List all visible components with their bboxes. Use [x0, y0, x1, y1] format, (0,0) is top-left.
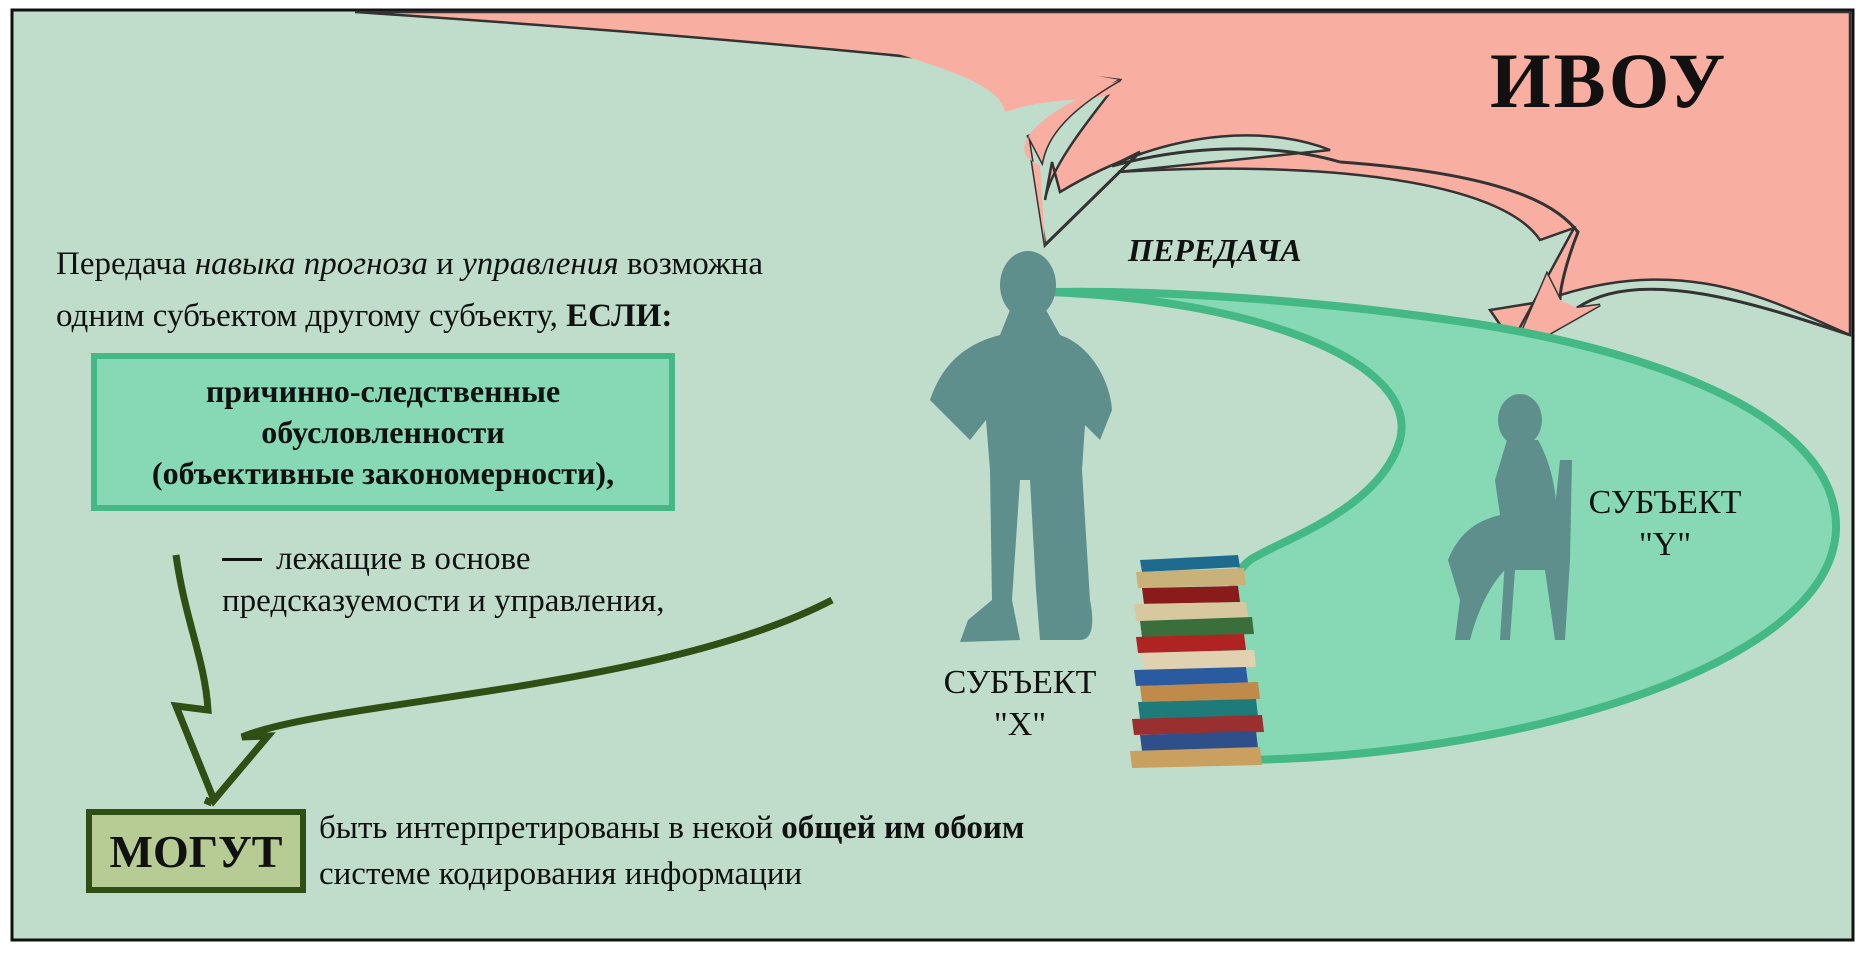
- transfer-path: [1049, 287, 1841, 765]
- subject-y-line-1: СУБЪЕКТ: [1588, 484, 1742, 521]
- intro-part-1: Передача: [56, 246, 195, 282]
- subject-x-line-1: СУБЪЕКТ: [943, 664, 1097, 701]
- condition-line-2: обусловленности: [261, 413, 505, 450]
- subject-y-line-2: "Y": [1638, 526, 1692, 563]
- transfer-label: ПЕРЕДАЧА: [1128, 232, 1302, 268]
- basis-line-2: предсказуемости и управления,: [222, 583, 665, 619]
- bottom-text: быть интерпретированы в некой общей им о…: [319, 805, 1024, 897]
- arrow-tip: [203, 796, 214, 807]
- bottom-part-1: быть интерпретированы в некой: [319, 810, 782, 846]
- intro-text: Передача навыка прогноза и управления во…: [52, 238, 763, 342]
- bottom-part-2: общей им обоим: [781, 810, 1025, 846]
- subject-y-label: СУБЪЕКТ "Y": [1575, 482, 1755, 566]
- ivou-arrow-to-y: [1339, 160, 1851, 359]
- intro-part-4: управления: [462, 246, 619, 282]
- condition-line-1: причинно-следственные: [205, 372, 561, 409]
- subject-y-silhouette: [1448, 394, 1572, 640]
- bottom-line-2: системе кодирования информации: [319, 856, 803, 892]
- book-stack: [1130, 555, 1264, 768]
- intro-part-7: ЕСЛИ:: [566, 298, 673, 334]
- ivou-arrow-to-x-fill: [1024, 80, 1120, 245]
- ivou-band-fill: [870, 45, 1120, 112]
- can-box: МОГУТ: [86, 809, 306, 893]
- dash-icon: [222, 557, 262, 561]
- intro-part-2: навыка прогноза: [194, 246, 428, 282]
- intro-part-5: возможна: [618, 246, 763, 282]
- condition-line-3: (объективные закономерности),: [151, 454, 615, 491]
- condition-box: причинно-следственные обусловленности (о…: [91, 353, 675, 511]
- intro-part-3: и: [427, 246, 463, 282]
- curved-arrow-to-mogut: [170, 554, 834, 807]
- basis-text: лежащие в основе предсказуемости и управ…: [222, 538, 664, 622]
- ivou-title: ИВОУ: [1490, 37, 1729, 124]
- intro-part-6: одним субъектом другому субъекту,: [56, 298, 567, 334]
- subject-x-silhouette: [930, 251, 1112, 642]
- basis-line-1: лежащие в основе: [276, 541, 531, 577]
- subject-x-line-2: "X": [993, 706, 1047, 743]
- subject-x-label: СУБЪЕКТ "X": [935, 662, 1105, 746]
